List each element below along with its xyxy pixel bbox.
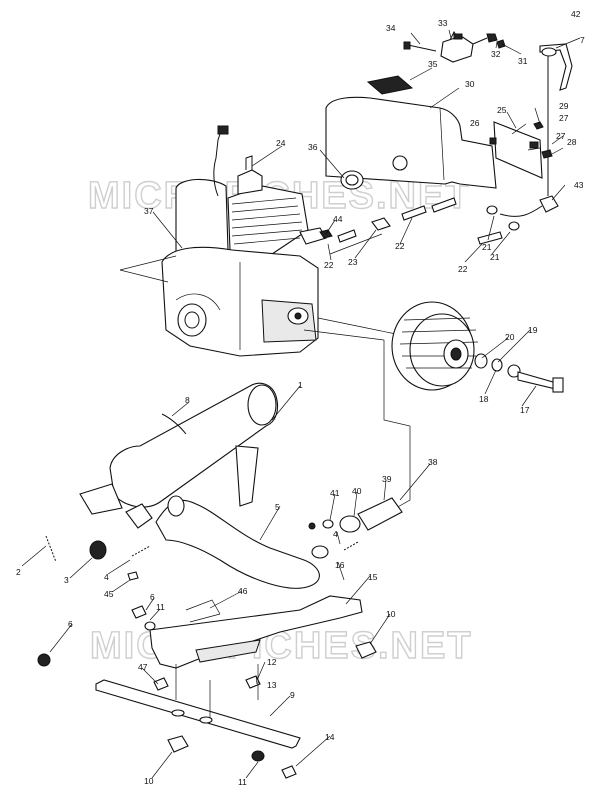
callout-11-upper: 11 bbox=[156, 602, 165, 612]
callout-29: 29 bbox=[559, 101, 569, 111]
small-parts-left bbox=[37, 535, 156, 667]
callout-17: 17 bbox=[520, 405, 530, 415]
callout-31: 31 bbox=[518, 56, 528, 66]
callout-37: 37 bbox=[144, 206, 154, 216]
callout-34: 34 bbox=[386, 23, 396, 33]
callout-7: 7 bbox=[580, 35, 585, 45]
callout-6-left: 6 bbox=[68, 619, 73, 629]
callout-47: 47 bbox=[138, 662, 148, 672]
decal-35 bbox=[366, 75, 414, 95]
callout-40: 40 bbox=[352, 486, 362, 496]
callout-9: 9 bbox=[290, 690, 295, 700]
callout-32: 32 bbox=[491, 49, 501, 59]
callout-45: 45 bbox=[104, 589, 114, 599]
base-plate bbox=[95, 664, 301, 779]
callout-42: 42 bbox=[571, 9, 581, 19]
callout-26: 26 bbox=[470, 118, 480, 128]
callout-labels: 34 33 32 31 35 42 7 30 25 29 27 26 27 28… bbox=[16, 9, 585, 787]
callout-19: 19 bbox=[528, 325, 538, 335]
callout-33: 33 bbox=[438, 18, 448, 28]
callout-22-right: 22 bbox=[458, 264, 468, 274]
callout-44: 44 bbox=[333, 214, 343, 224]
callout-11-bottom: 11 bbox=[238, 777, 247, 787]
callout-30: 30 bbox=[465, 79, 475, 89]
callout-12: 12 bbox=[267, 657, 277, 667]
bracket-7 bbox=[539, 43, 573, 196]
callout-21-right: 21 bbox=[490, 252, 500, 262]
callout-6-upper: 6 bbox=[150, 592, 155, 602]
callout-13: 13 bbox=[267, 680, 277, 690]
callout-43: 43 bbox=[574, 180, 584, 190]
callout-23: 23 bbox=[348, 257, 358, 267]
callout-41: 41 bbox=[330, 488, 340, 498]
callout-36: 36 bbox=[308, 142, 318, 152]
hose-assembly bbox=[337, 195, 559, 245]
callout-10-bottom: 10 bbox=[144, 776, 154, 786]
callout-38: 38 bbox=[428, 457, 438, 467]
callout-21-left: 21 bbox=[482, 242, 492, 252]
callout-8: 8 bbox=[185, 395, 190, 405]
callout-18: 18 bbox=[479, 394, 489, 404]
callout-10-right: 10 bbox=[386, 609, 396, 619]
callout-20: 20 bbox=[505, 332, 515, 342]
callout-22-left: 22 bbox=[324, 260, 334, 270]
muffler bbox=[79, 382, 320, 589]
callout-1: 1 bbox=[298, 380, 303, 390]
bracket-25 bbox=[489, 121, 553, 179]
callout-22-middle: 22 bbox=[395, 241, 405, 251]
engine-plane-lines bbox=[119, 233, 411, 509]
callout-2: 2 bbox=[16, 567, 21, 577]
callout-46: 46 bbox=[238, 586, 248, 596]
callout-24: 24 bbox=[276, 138, 286, 148]
clutch-assembly bbox=[391, 301, 564, 393]
ignition-coil-assembly bbox=[403, 31, 506, 63]
airbox-cover bbox=[325, 96, 497, 190]
callout-39: 39 bbox=[382, 474, 392, 484]
callout-16: 16 bbox=[335, 560, 345, 570]
callout-14: 14 bbox=[325, 732, 335, 742]
mount-bracket bbox=[149, 595, 377, 669]
callout-25: 25 bbox=[497, 105, 507, 115]
leader-lines bbox=[21, 29, 581, 779]
callout-27-upper: 27 bbox=[559, 113, 569, 123]
callout-35: 35 bbox=[428, 59, 438, 69]
callout-27-lower: 27 bbox=[556, 131, 566, 141]
exhaust-flange bbox=[308, 497, 403, 559]
callout-15: 15 bbox=[368, 572, 378, 582]
callout-4-left: 4 bbox=[104, 572, 109, 582]
engine-assembly bbox=[161, 125, 333, 357]
callout-5: 5 bbox=[275, 502, 280, 512]
callout-28: 28 bbox=[567, 137, 577, 147]
callout-4-right: 4 bbox=[333, 529, 338, 539]
callout-3: 3 bbox=[64, 575, 69, 585]
